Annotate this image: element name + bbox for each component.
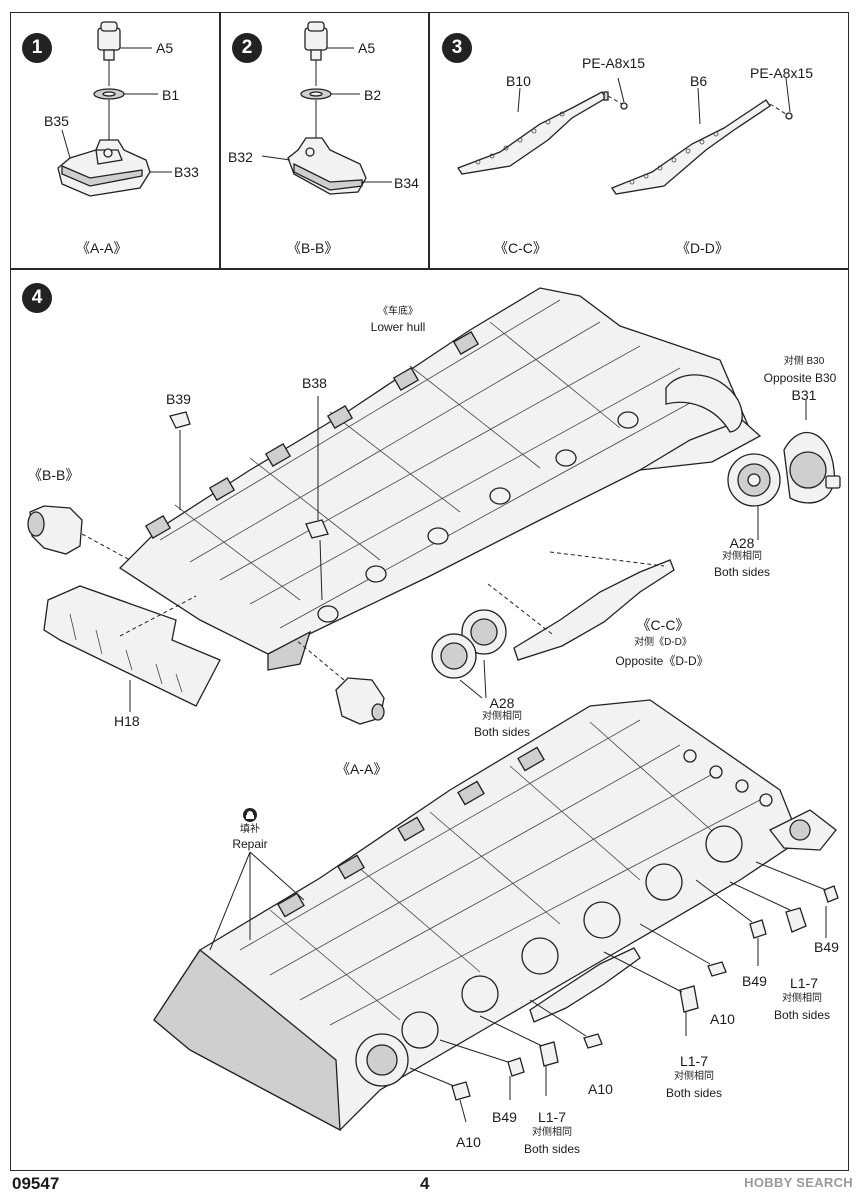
step-2-panel <box>219 12 430 270</box>
step-3-badge: 3 <box>442 33 472 63</box>
page-number: 4 <box>420 1174 430 1193</box>
opposite-dd-cn: 对侧《D-D》 <box>634 637 692 648</box>
both-sides-cn: 对侧相同 <box>532 1127 572 1138</box>
part-label-b6: B6 <box>690 73 708 89</box>
subassembly-label-dd: 《D-D》 <box>676 240 729 256</box>
part-label-b49: B49 <box>814 939 839 955</box>
step-4-panel <box>10 268 849 1171</box>
repair-icon <box>243 808 257 822</box>
both-sides-label: Both sides <box>713 565 771 579</box>
part-label-b33: B33 <box>174 164 199 180</box>
both-sides-cn: 对侧相同 <box>482 711 522 722</box>
subassembly-label-bb: 《B-B》 <box>287 240 339 256</box>
part-label-b2: B2 <box>364 87 382 103</box>
both-sides-label: Both sides <box>773 1008 831 1022</box>
both-sides-cn: 对侧相同 <box>722 551 762 562</box>
part-label-h18: H18 <box>114 713 140 729</box>
part-label-l1-7: L1-7 <box>537 1109 567 1125</box>
part-label-pe-a8x15: PE-A8x15 <box>582 55 646 71</box>
part-label-b31: B31 <box>791 387 817 403</box>
part-label-a10: A10 <box>588 1081 613 1097</box>
opposite-b30-label: Opposite B30 <box>763 371 837 385</box>
part-label-l1-7: L1-7 <box>679 1053 709 1069</box>
step-4-upper-parts <box>27 396 841 725</box>
part-label-b10: B10 <box>506 73 531 89</box>
step-1-drawing <box>57 21 172 197</box>
step-3-drawing <box>457 77 793 195</box>
part-label-b35: B35 <box>44 113 69 129</box>
part-label-b49: B49 <box>492 1109 517 1125</box>
part-label-b32: B32 <box>228 149 253 165</box>
part-label-a28: A28 <box>729 535 755 551</box>
opposite-dd-label: Opposite《D-D》 <box>615 654 709 668</box>
part-label-a5: A5 <box>358 40 376 56</box>
both-sides-label: Both sides <box>523 1142 581 1156</box>
step-4-lower-hull <box>153 699 837 1132</box>
both-sides-label: Both sides <box>665 1086 723 1100</box>
both-sides-cn: 对侧相同 <box>782 993 822 1004</box>
part-label-b34: B34 <box>394 175 419 191</box>
step-2-drawing <box>261 21 392 195</box>
part-label-l1-7: L1-7 <box>789 975 819 991</box>
opposite-b30-cn: 对侧 B30 <box>783 356 825 367</box>
subassembly-label-aa: 《A-A》 <box>76 240 128 256</box>
subassembly-label-cc: 《C-C》 <box>494 240 547 256</box>
step-4-upper-hull <box>118 287 762 671</box>
part-label-a10: A10 <box>710 1011 735 1027</box>
lower-hull-label-cn: 《车底》 <box>378 306 418 317</box>
part-label-a10: A10 <box>456 1134 481 1150</box>
kit-number: 09547 <box>12 1174 60 1193</box>
step-4-lower-parts <box>209 851 839 1123</box>
both-sides-label: Both sides <box>473 725 531 739</box>
lower-hull-label: Lower hull <box>370 320 426 334</box>
subassembly-ref-cc: 《C-C》 <box>636 617 690 633</box>
step-2-badge: 2 <box>232 33 262 63</box>
part-label-b1: B1 <box>162 87 180 103</box>
subassembly-ref-aa: 《A-A》 <box>336 761 388 777</box>
part-label-a5: A5 <box>156 40 174 56</box>
part-label-a28: A28 <box>489 695 515 711</box>
step-4-badge: 4 <box>22 283 52 313</box>
part-label-b49: B49 <box>742 973 767 989</box>
part-label-b39: B39 <box>166 391 191 407</box>
step-1-panel <box>10 12 221 270</box>
repair-label-cn: 填补 <box>240 824 260 835</box>
step-1-badge: 1 <box>22 33 52 63</box>
part-label-b38: B38 <box>302 375 327 391</box>
both-sides-cn: 对侧相同 <box>674 1071 714 1082</box>
subassembly-ref-bb: 《B-B》 <box>28 467 80 483</box>
part-label-pe-a8x15: PE-A8x15 <box>750 65 814 81</box>
repair-label: Repair <box>232 837 268 851</box>
watermark: HOBBY SEARCH <box>744 1175 853 1190</box>
step-3-panel <box>428 12 849 270</box>
